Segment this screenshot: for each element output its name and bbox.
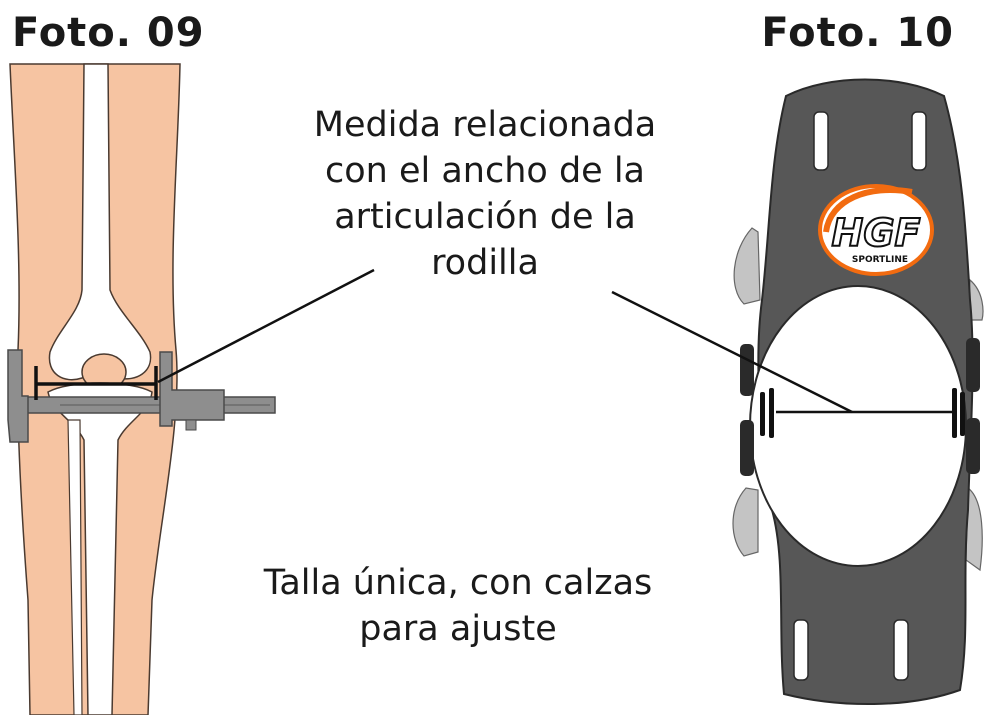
knee-brace-illustration: HGF SPORTLINE [732, 78, 984, 705]
brand-logo-subtext: SPORTLINE [852, 255, 908, 265]
hinge-left-upper [740, 344, 754, 396]
annotation-line: Medida relacionada [313, 105, 657, 145]
pointer-line-left [157, 268, 375, 384]
annotation-line: rodilla [431, 243, 539, 283]
annotation-measure: Medida relacionada con el ancho de la ar… [300, 102, 670, 286]
brand-logo: HGF SPORTLINE [818, 184, 934, 276]
hinge-pad-right-lower [965, 486, 983, 572]
annotation-line: articulación de la [334, 197, 636, 237]
caliper-sliding-jaw [159, 351, 225, 427]
annotation-line: para ajuste [359, 609, 557, 649]
caliper-tool [7, 349, 276, 443]
pointer-line-right [611, 290, 853, 414]
hinge-left-lower [740, 420, 754, 476]
caliper-screw [185, 419, 197, 431]
annotation-size: Talla única, con calzas para ajuste [248, 560, 668, 652]
hinge-pad-left-lower [732, 487, 759, 557]
hinge-right-upper [966, 338, 980, 392]
patella-opening [749, 285, 967, 567]
strap-slot [893, 619, 909, 681]
brand-logo-text: HGF [832, 211, 921, 255]
hinge-pad-left-upper [733, 227, 761, 305]
figure-left-title: Foto. 09 [12, 10, 205, 56]
knee-illustration [9, 63, 181, 716]
caliper-fixed-jaw [7, 349, 29, 443]
annotation-line: Talla única, con calzas [263, 563, 653, 603]
figure-right-title: Foto. 10 [761, 10, 954, 56]
annotation-line: con el ancho de la [325, 151, 645, 191]
hinge-right-lower [966, 418, 980, 474]
strap-slot [813, 111, 829, 171]
strap-slot [793, 619, 809, 681]
width-measurement [760, 388, 965, 438]
strap-slot [911, 111, 927, 171]
